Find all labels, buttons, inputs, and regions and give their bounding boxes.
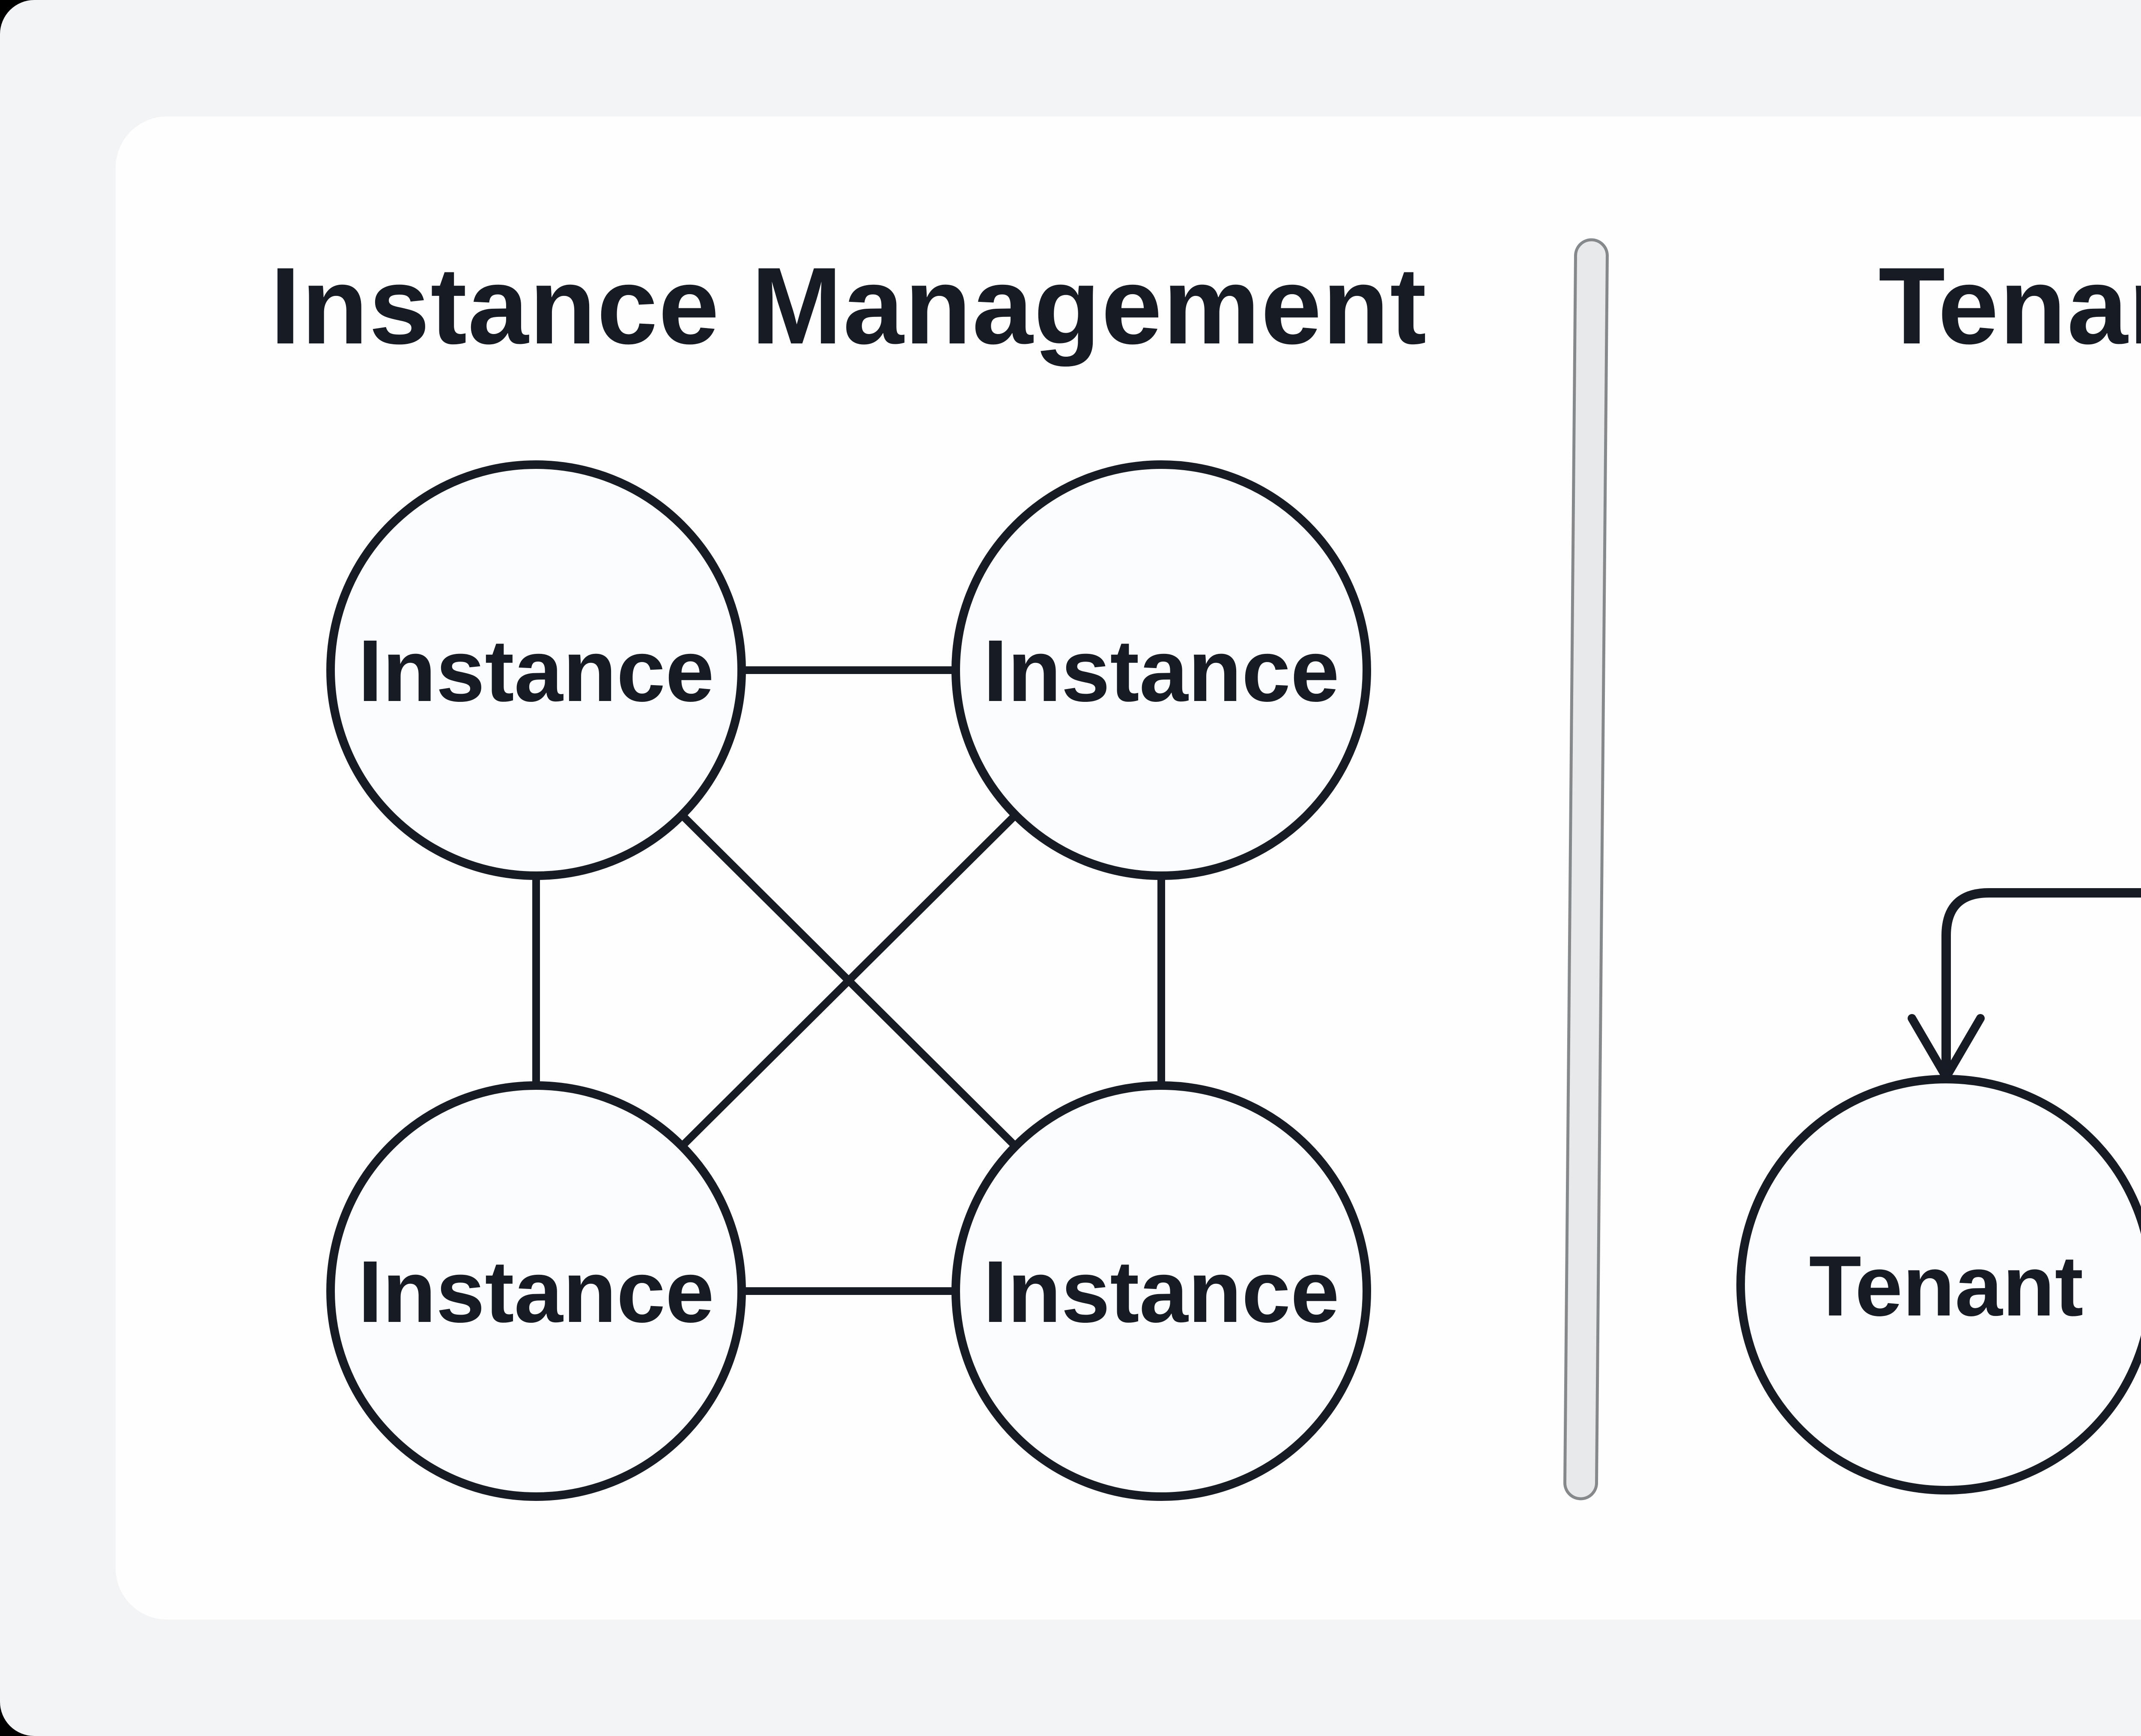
instance-node bbox=[326, 460, 746, 880]
tenant-node-label: Tenant bbox=[1809, 1238, 2084, 1334]
instance-node bbox=[326, 1081, 746, 1501]
instance-node bbox=[951, 460, 1371, 880]
instance-management-panel: Instance Management Instance Instance In… bbox=[270, 245, 1427, 1501]
instance-node-label: Instance bbox=[983, 622, 1339, 720]
tenant-node bbox=[1736, 1075, 2141, 1494]
instance-nodes: Instance Instance Instance Instance bbox=[326, 460, 1371, 1501]
tenant-management-title: Tenant Management bbox=[1879, 245, 2141, 367]
tenant-nodes: Tenant Tenant Tenant bbox=[1736, 1075, 2141, 1494]
branch-connector bbox=[1941, 888, 2141, 1077]
instance-management-title: Instance Management bbox=[270, 245, 1427, 367]
panel-divider bbox=[1563, 238, 1609, 1500]
instance-node-label: Instance bbox=[983, 1243, 1339, 1341]
hierarchy-connectors bbox=[1908, 888, 2141, 1081]
instance-node-label: Instance bbox=[358, 1243, 714, 1341]
tenant-management-panel: Tenant Management Master Tenant bbox=[1736, 245, 2141, 1494]
instance-node bbox=[951, 1081, 1371, 1501]
instance-node-label: Instance bbox=[358, 622, 714, 720]
